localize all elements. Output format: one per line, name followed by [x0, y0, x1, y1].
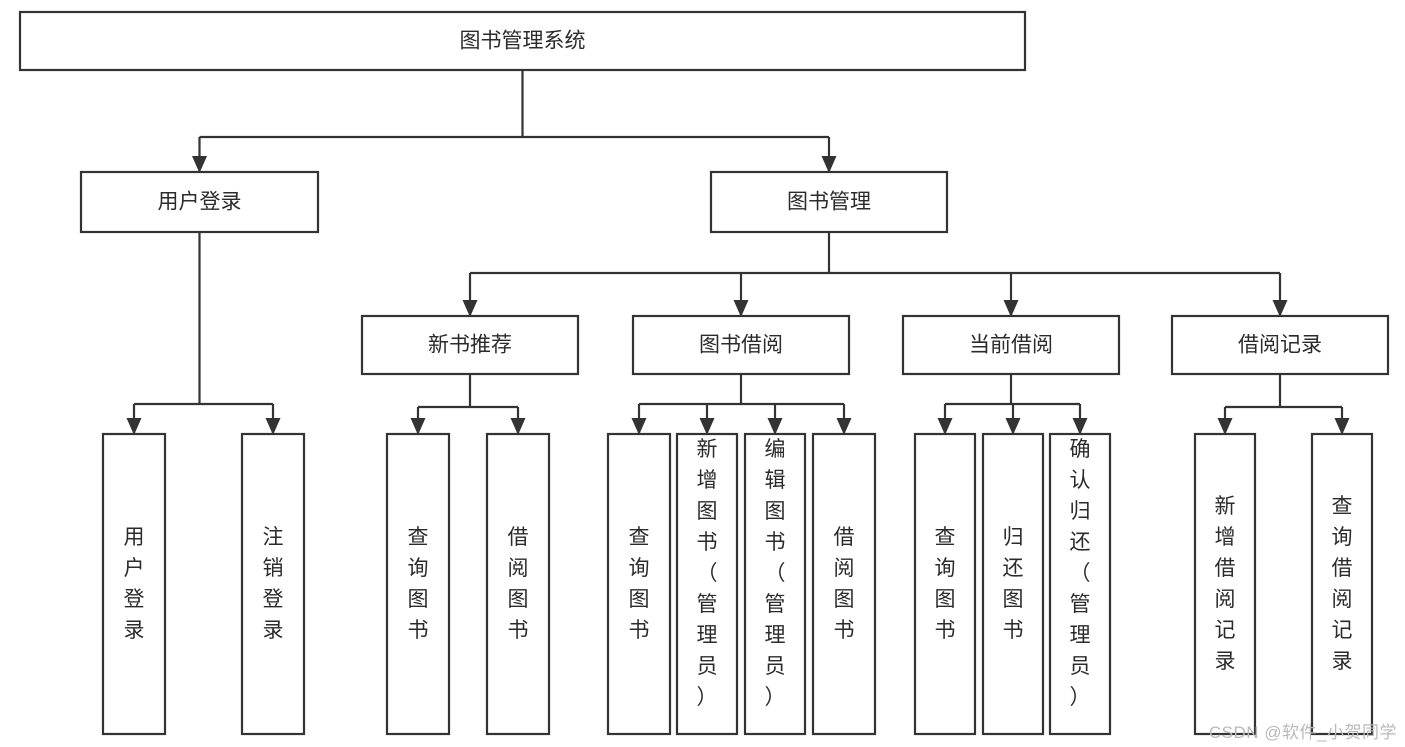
node-newbook[interactable]: 新书推荐	[360, 314, 580, 376]
arrow-head	[1217, 418, 1233, 435]
node-box[interactable]	[1193, 432, 1257, 736]
node-label: 图书借阅	[699, 334, 783, 357]
connector-group	[126, 232, 281, 435]
node-b3[interactable]: 编辑图书（管理员）	[743, 432, 807, 736]
node-label: 查询图书	[629, 526, 650, 642]
node-label: 查询图书	[935, 526, 956, 642]
arrow-head	[1272, 300, 1288, 317]
node-box[interactable]	[18, 10, 1027, 72]
node-box[interactable]	[1170, 314, 1390, 376]
arrow-head	[1072, 418, 1088, 435]
node-layer: 图书管理系统用户登录图书管理新书推荐图书借阅当前借阅借阅记录用户登录注销登录查询…	[18, 10, 1390, 736]
arrow-head	[821, 156, 837, 173]
node-borrow[interactable]: 图书借阅	[631, 314, 851, 376]
node-box[interactable]	[981, 432, 1045, 736]
connector-group	[462, 232, 1288, 317]
node-n2[interactable]: 借阅图书	[485, 432, 551, 736]
arrow-head	[265, 418, 281, 435]
node-label: 用户登录	[124, 526, 145, 642]
node-label: 确认归还（管理员）	[1070, 438, 1091, 709]
node-current[interactable]: 当前借阅	[901, 314, 1121, 376]
node-r1[interactable]: 新增借阅记录	[1193, 432, 1257, 736]
node-c2[interactable]: 归还图书	[981, 432, 1045, 736]
arrow-head	[733, 300, 749, 317]
node-r2[interactable]: 查询借阅记录	[1310, 432, 1374, 736]
arrow-head	[1005, 418, 1021, 435]
connector-group	[410, 374, 526, 435]
node-login[interactable]: 用户登录	[79, 170, 320, 234]
node-box[interactable]	[913, 432, 977, 736]
node-box[interactable]	[901, 314, 1121, 376]
connector-group	[1217, 374, 1350, 435]
arrow-head	[1003, 300, 1019, 317]
node-label: 新增图书（管理员）	[697, 438, 718, 709]
node-label: 注销登录	[263, 526, 284, 642]
arrow-head	[126, 418, 142, 435]
node-box[interactable]	[606, 432, 672, 736]
arrow-head	[462, 300, 478, 317]
connector-group	[631, 374, 852, 435]
node-box[interactable]	[79, 170, 320, 234]
node-b1[interactable]: 查询图书	[606, 432, 672, 736]
watermark-text: CSDN @软件_小贺同学	[1208, 723, 1397, 742]
node-box[interactable]	[811, 432, 877, 736]
node-box[interactable]	[101, 432, 167, 736]
node-box[interactable]	[360, 314, 580, 376]
node-label: 编辑图书（管理员）	[765, 438, 786, 709]
node-label: 图书管理	[787, 191, 871, 214]
node-box[interactable]	[1048, 432, 1112, 736]
arrow-head	[192, 156, 207, 173]
node-label: 当前借阅	[969, 334, 1053, 357]
node-c1[interactable]: 查询图书	[913, 432, 977, 736]
node-box[interactable]	[709, 170, 949, 234]
node-l1[interactable]: 用户登录	[101, 432, 167, 736]
node-box[interactable]	[1310, 432, 1374, 736]
node-label: 用户登录	[158, 191, 242, 214]
node-n1[interactable]: 查询图书	[385, 432, 451, 736]
node-box[interactable]	[385, 432, 451, 736]
node-root[interactable]: 图书管理系统	[18, 10, 1027, 72]
node-b2[interactable]: 新增图书（管理员）	[675, 432, 739, 736]
node-records[interactable]: 借阅记录	[1170, 314, 1390, 376]
arrow-head	[836, 418, 852, 435]
node-box[interactable]	[631, 314, 851, 376]
connector-group	[192, 70, 837, 173]
node-box[interactable]	[743, 432, 807, 736]
node-label: 查询借阅记录	[1332, 495, 1353, 673]
node-label: 借阅图书	[834, 526, 855, 642]
connector-group	[937, 374, 1088, 435]
node-bookmgmt[interactable]: 图书管理	[709, 170, 949, 234]
node-label: 查询图书	[408, 526, 429, 642]
node-label: 图书管理系统	[460, 30, 586, 53]
arrow-head	[631, 418, 647, 435]
arrow-head	[510, 418, 526, 435]
node-label: 借阅图书	[508, 526, 529, 642]
node-label: 新书推荐	[428, 334, 512, 357]
node-c3[interactable]: 确认归还（管理员）	[1048, 432, 1112, 736]
node-label: 借阅记录	[1238, 334, 1322, 357]
node-box[interactable]	[675, 432, 739, 736]
node-l2[interactable]: 注销登录	[240, 432, 306, 736]
arrow-head	[699, 418, 715, 435]
node-b4[interactable]: 借阅图书	[811, 432, 877, 736]
arrow-head	[410, 418, 426, 435]
node-label: 归还图书	[1003, 526, 1024, 642]
arrow-head	[1334, 418, 1350, 435]
arrow-head	[937, 418, 953, 435]
node-label: 新增借阅记录	[1215, 495, 1236, 673]
node-box[interactable]	[485, 432, 551, 736]
node-box[interactable]	[240, 432, 306, 736]
arrow-head	[767, 418, 783, 435]
connector-layer	[126, 70, 1350, 435]
